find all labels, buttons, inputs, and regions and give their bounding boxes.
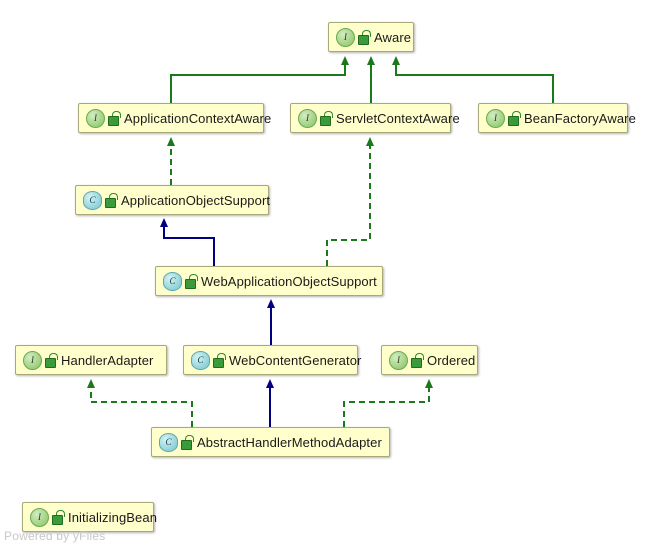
edge-webapplicationobjectsupport-implements-servletcontextaware: [326, 137, 374, 266]
node-servletcontextaware[interactable]: I ServletContextAware: [290, 103, 460, 133]
open-padlock-icon: [508, 111, 521, 126]
interface-circle-icon: I: [336, 27, 355, 47]
open-padlock-icon: [320, 111, 333, 126]
node-webapplicationobjectsupport[interactable]: C WebApplicationObjectSupport: [155, 266, 383, 296]
node-label: ApplicationContextAware: [124, 110, 272, 126]
node-handleradapter[interactable]: I HandlerAdapter: [15, 345, 167, 375]
node-beanfactoryaware[interactable]: I BeanFactoryAware: [478, 103, 636, 133]
node-label: Aware: [374, 29, 412, 45]
node-label: WebApplicationObjectSupport: [201, 273, 377, 289]
interface-circle-icon: I: [389, 350, 408, 370]
interface-circle-icon: I: [298, 108, 317, 128]
open-padlock-icon: [105, 193, 118, 208]
node-applicationobjectsupport[interactable]: C ApplicationObjectSupport: [75, 185, 271, 215]
edge-beanfactoryaware-extends-aware: [392, 56, 554, 103]
node-label: InitializingBean: [68, 509, 158, 525]
open-padlock-icon: [181, 435, 194, 450]
node-label: ServletContextAware: [336, 110, 460, 126]
node-ordered[interactable]: I Ordered: [381, 345, 478, 375]
class-oval-icon: C: [163, 271, 182, 291]
open-padlock-icon: [108, 111, 121, 126]
node-label: WebContentGenerator: [229, 352, 362, 368]
interface-circle-icon: I: [23, 350, 42, 370]
open-padlock-icon: [358, 30, 371, 45]
edge-applicationcontextaware-extends-aware: [170, 56, 349, 103]
node-applicationcontextaware[interactable]: I ApplicationContextAware: [78, 103, 271, 133]
open-padlock-icon: [185, 274, 198, 289]
open-padlock-icon: [52, 510, 65, 525]
open-padlock-icon: [411, 353, 424, 368]
edge-webapplicationobjectsupport-extends-applicationobjectsupport: [160, 218, 215, 266]
node-label: Ordered: [427, 352, 476, 368]
interface-circle-icon: I: [30, 507, 49, 527]
node-initializingbean[interactable]: I InitializingBean: [22, 502, 158, 532]
class-oval-icon: C: [159, 432, 178, 452]
class-oval-icon: C: [83, 190, 102, 210]
edge-abstracthandlermethodadapter-implements-handleradapter: [87, 379, 193, 427]
interface-circle-icon: I: [86, 108, 105, 128]
class-oval-icon: C: [191, 350, 210, 370]
edge-abstracthandlermethodadapter-implements-ordered: [343, 379, 433, 427]
node-label: HandlerAdapter: [61, 352, 154, 368]
interface-circle-icon: I: [486, 108, 505, 128]
node-aware[interactable]: I Aware: [328, 22, 414, 52]
node-webcontentgenerator[interactable]: C WebContentGenerator: [183, 345, 362, 375]
yfiles-watermark: Powered by yFiles: [4, 529, 106, 543]
node-label: BeanFactoryAware: [524, 110, 636, 126]
open-padlock-icon: [45, 353, 58, 368]
node-abstracthandlermethodadapter[interactable]: C AbstractHandlerMethodAdapter: [151, 427, 390, 457]
node-label: AbstractHandlerMethodAdapter: [197, 434, 382, 450]
open-padlock-icon: [213, 353, 226, 368]
node-label: ApplicationObjectSupport: [121, 192, 271, 208]
